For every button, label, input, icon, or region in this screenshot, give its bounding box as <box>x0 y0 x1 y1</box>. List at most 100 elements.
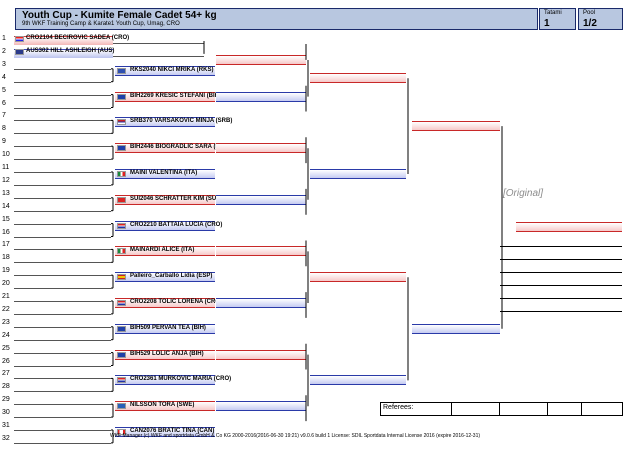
row-number: 20 <box>2 280 10 288</box>
competitor-name: CRO2361 MURKOVIC MARIA (CRO) <box>130 376 232 383</box>
row-line <box>14 172 111 173</box>
row-line <box>14 107 111 109</box>
watermark-text: [Original] <box>503 188 544 199</box>
flag-icon-cro <box>117 222 126 229</box>
round3-slot <box>310 375 406 386</box>
competitor-name: CRO2210 BATTAIA LUCIA (CRO) <box>130 221 223 228</box>
row-number: 14 <box>2 202 10 210</box>
competitor-slot <box>115 401 215 412</box>
row-number: 18 <box>2 254 10 262</box>
row-line <box>14 262 111 264</box>
row-line <box>14 442 111 444</box>
round2-slot <box>216 55 306 65</box>
page-title: Youth Cup - Kumite Female Cadet 54+ kg <box>22 10 217 21</box>
competitor-slot <box>115 143 215 154</box>
referee-cell <box>499 403 500 415</box>
competitor-slot <box>115 168 215 179</box>
pool-label: Pool <box>583 10 596 16</box>
seed-name: CRO2104 BECIROVIC SADEA (CRO) <box>26 35 130 41</box>
competitor-name: MAINI VALENTINA (ITA) <box>130 169 198 176</box>
flag-icon-srb <box>117 119 126 126</box>
row-number: 11 <box>2 164 10 171</box>
round2-slot <box>216 143 306 154</box>
row-line <box>14 275 111 277</box>
row-line <box>14 133 111 135</box>
row-number: 29 <box>2 396 10 404</box>
competitor-name: MAINARDI ALICE (ITA) <box>130 247 195 254</box>
tatami-value: 1 <box>544 18 550 29</box>
row-number: 19 <box>2 267 10 275</box>
row-number: 16 <box>2 228 10 236</box>
round3-slot <box>310 169 406 179</box>
competitor-slot <box>115 65 215 76</box>
row-number: 21 <box>2 293 10 300</box>
competitor-slot <box>115 220 215 231</box>
flag-icon-aus <box>15 48 24 55</box>
round2-slot <box>216 349 306 360</box>
result-line <box>500 298 622 299</box>
flag-icon-cro <box>117 377 126 384</box>
competitor-name: BIH2446 BIOGRADLIC SARA (BIH) <box>130 144 228 151</box>
row-line <box>14 352 111 354</box>
row-line <box>14 365 111 367</box>
row-number: 31 <box>2 422 10 429</box>
competitor-slot <box>115 246 215 257</box>
referee-cell <box>451 403 452 415</box>
row-line <box>14 326 111 328</box>
row-line <box>14 288 111 290</box>
flag-icon-can <box>117 428 126 435</box>
row-line <box>14 236 111 238</box>
row-line <box>14 430 111 431</box>
seed-name: AUS302 HILL ASHLEIGH (AUS) <box>26 47 115 54</box>
round2-slot <box>216 401 306 412</box>
competitor-name: CAN2076 BRATIC TINA (CAN) <box>130 427 215 434</box>
competitor-name: Palleiro_Carballo Lidia (ESP) <box>130 273 213 280</box>
row-number: 6 <box>2 99 6 107</box>
result-line <box>500 285 622 286</box>
row-line <box>14 249 111 251</box>
flag-icon-ita <box>117 170 126 177</box>
round4-slot <box>412 121 500 132</box>
flag-icon-bih <box>117 145 126 152</box>
competitor-name: BIH2269 KRESIC STEFANI (BIH) <box>130 92 222 99</box>
header-bar: Youth Cup - Kumite Female Cadet 54+ kg 9… <box>15 8 538 30</box>
flag-icon-bih <box>117 325 126 332</box>
row-line <box>14 184 111 186</box>
row-line <box>14 223 111 225</box>
row-number: 30 <box>2 409 10 417</box>
row-line <box>14 94 111 96</box>
tatami-box: Tatami 1 <box>539 8 576 30</box>
round4-slot <box>412 323 500 334</box>
row-number: 25 <box>2 344 10 352</box>
row-number: 27 <box>2 370 10 378</box>
flag-icon-swe <box>117 403 126 410</box>
result-line <box>500 246 622 247</box>
row-line <box>14 301 111 302</box>
competitor-slot <box>115 375 215 386</box>
seed-slot <box>14 36 113 45</box>
row-line <box>14 159 111 161</box>
row-number: 22 <box>2 305 10 313</box>
competitor-slot <box>115 117 215 128</box>
round2-slot <box>216 194 306 205</box>
result-line <box>500 311 622 312</box>
referees-label: Referees: <box>383 404 414 411</box>
result-line <box>500 272 622 273</box>
competitor-slot <box>115 297 215 308</box>
row-line <box>14 417 111 419</box>
flag-icon-bih <box>117 93 126 100</box>
row-line <box>14 197 111 199</box>
referee-cell <box>581 403 582 415</box>
result-line <box>500 259 622 260</box>
row-line <box>14 391 111 393</box>
round3-slot <box>310 272 406 283</box>
row-number: 7 <box>2 112 6 120</box>
round3-slot <box>310 73 406 84</box>
row-line <box>14 146 111 148</box>
row-line <box>14 378 111 380</box>
competitor-name: BIH529 LOLIC ANJA (BIH) <box>130 350 204 357</box>
row-line <box>14 404 111 406</box>
row-number: 17 <box>2 241 10 249</box>
pool-value: 1/2 <box>583 18 597 29</box>
row-number: 12 <box>2 176 10 184</box>
